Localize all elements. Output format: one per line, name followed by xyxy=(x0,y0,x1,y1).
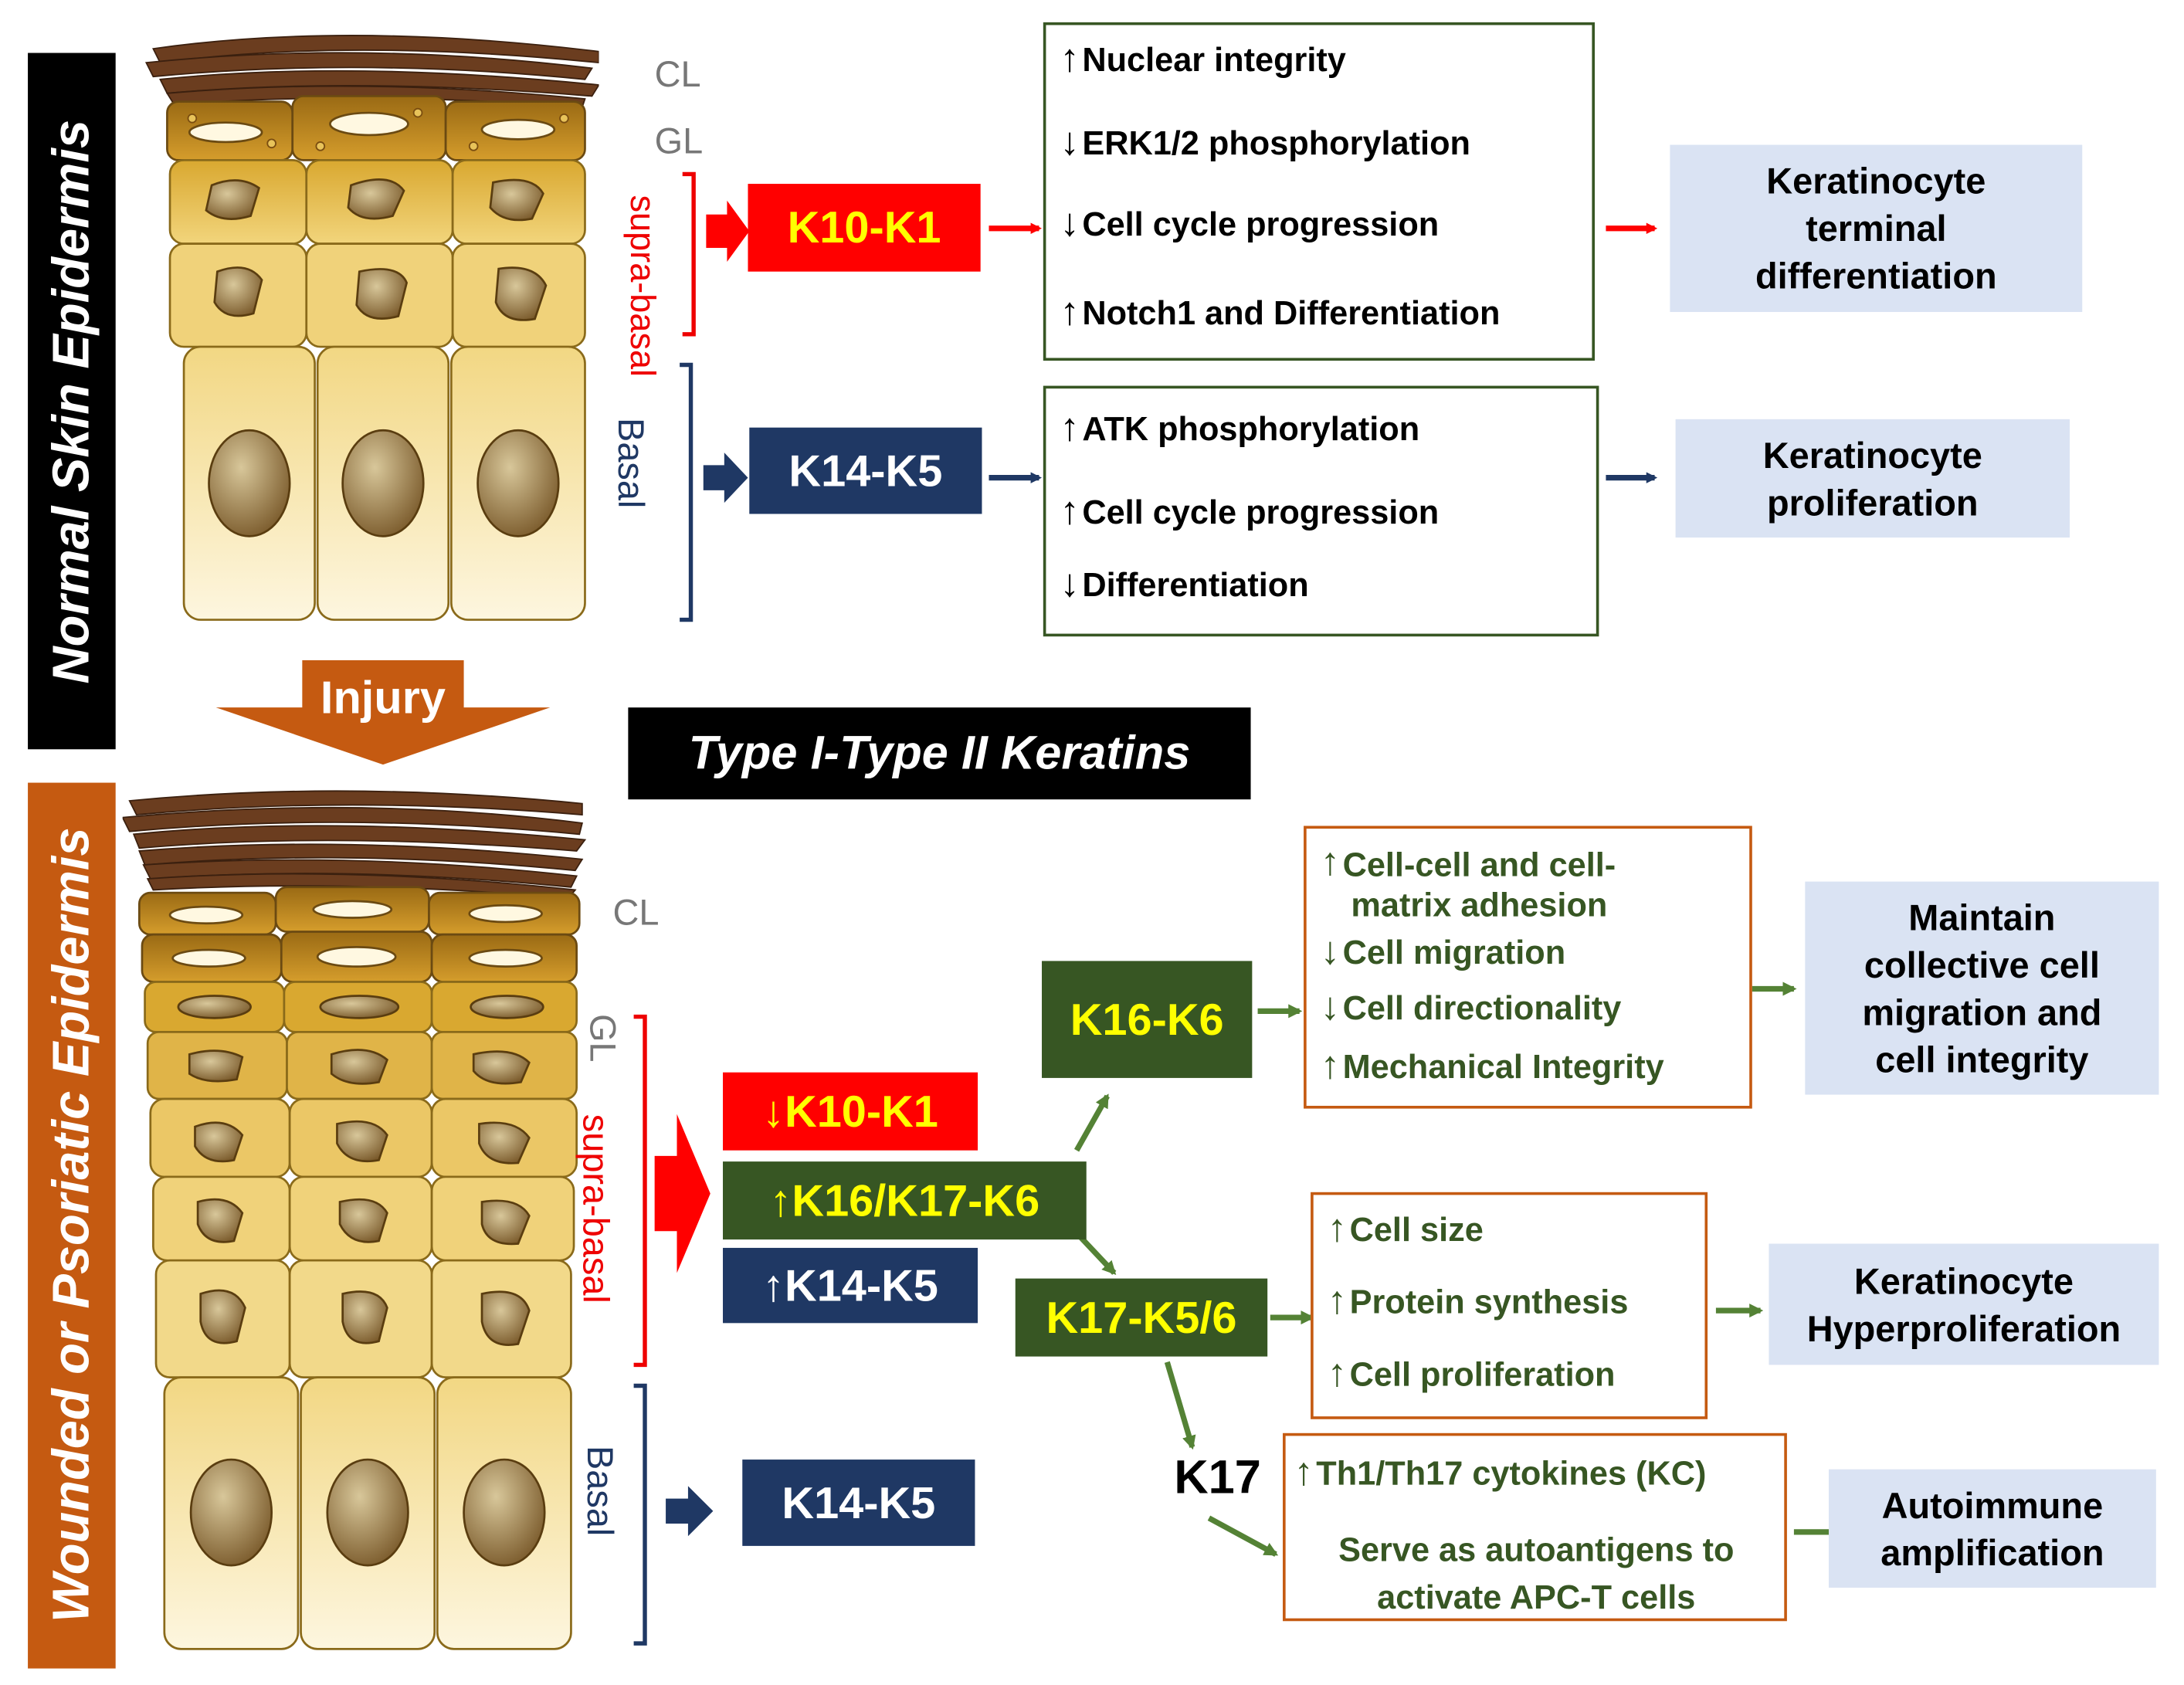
bottom-suprabasal-label: supra-basal xyxy=(575,1114,617,1304)
effect-row: ↑Mechanical Integrity xyxy=(1320,1043,1664,1087)
center-title: Type I-Type II Keratins xyxy=(628,707,1251,800)
k17-k5-6-effects: ↑Cell size ↑Protein synthesis ↑Cell prol… xyxy=(1311,1192,1708,1419)
effect-row: ↓Cell cycle progression xyxy=(1060,200,1440,244)
bottom-gl-label: GL xyxy=(582,1013,624,1063)
k17-effects: ↑Th1/Th17 cytokines (KC) Serve as autoan… xyxy=(1283,1432,1787,1622)
effect-row: ↓Differentiation xyxy=(1060,561,1309,605)
effect-row: ↑Notch1 and Differentiation xyxy=(1060,290,1501,334)
up-k16-k17-k6-tag: ↑K16/K17-K6 xyxy=(723,1161,1087,1240)
up-k14-k5-tag: ↑K14-K5 xyxy=(723,1247,978,1324)
effect-row: ↓Cell migration xyxy=(1320,928,1566,972)
basal-k14-k5-tag: K14-K5 xyxy=(742,1460,975,1546)
top-basal-label: Basal xyxy=(609,418,653,509)
k17-k5-6-tag: K17-K5/6 xyxy=(1015,1278,1268,1357)
bottom-basal-label: Basal xyxy=(579,1446,622,1537)
top-gl-label: GL xyxy=(654,120,704,162)
k16-k6-tag: K16-K6 xyxy=(1042,961,1253,1078)
bottom-cl-label: CL xyxy=(612,891,660,934)
normal-suprabasal-effects: ↑Nuclear integrity ↓ERK1/2 phosphorylati… xyxy=(1043,22,1596,361)
k16-k6-effects: ↑ Cell-cell and cell-matrix adhesion ↓Ce… xyxy=(1304,826,1752,1109)
effect-row: ↑Cell proliferation xyxy=(1327,1351,1616,1395)
effect-row: ↓Cell directionality xyxy=(1320,985,1622,1028)
top-cl-label: CL xyxy=(654,53,701,95)
normal-basal-effects: ↑ATK phosphorylation ↑Cell cycle progres… xyxy=(1043,385,1599,637)
effect-row: ↑ Cell-cell and cell-matrix adhesion xyxy=(1320,839,1616,925)
effect-row: ↑Th1/Th17 cytokines (KC) xyxy=(1294,1449,1707,1493)
effect-row: ↑ATK phosphorylation xyxy=(1060,405,1420,449)
wounded-epidermis-illustration xyxy=(122,790,587,1650)
effect-row: ↑Nuclear integrity xyxy=(1060,36,1346,80)
effect-row: ↑Protein synthesis xyxy=(1327,1278,1629,1322)
effect-row: ↑Cell size xyxy=(1327,1205,1484,1249)
k14-k5-tag: K14-K5 xyxy=(749,427,982,514)
effect-row: ↑Cell cycle progression xyxy=(1060,489,1440,532)
normal-epidermis-illustration xyxy=(144,35,599,621)
down-k10-k1-tag: ↓K10-K1 xyxy=(723,1072,978,1151)
injury-arrow xyxy=(215,659,551,765)
injury-label: Injury xyxy=(320,671,446,724)
effect-row: ↓ERK1/2 phosphorylation xyxy=(1060,120,1470,164)
k17-label: K17 xyxy=(1174,1451,1261,1504)
k10-k1-tag: K10-K1 xyxy=(748,184,981,272)
